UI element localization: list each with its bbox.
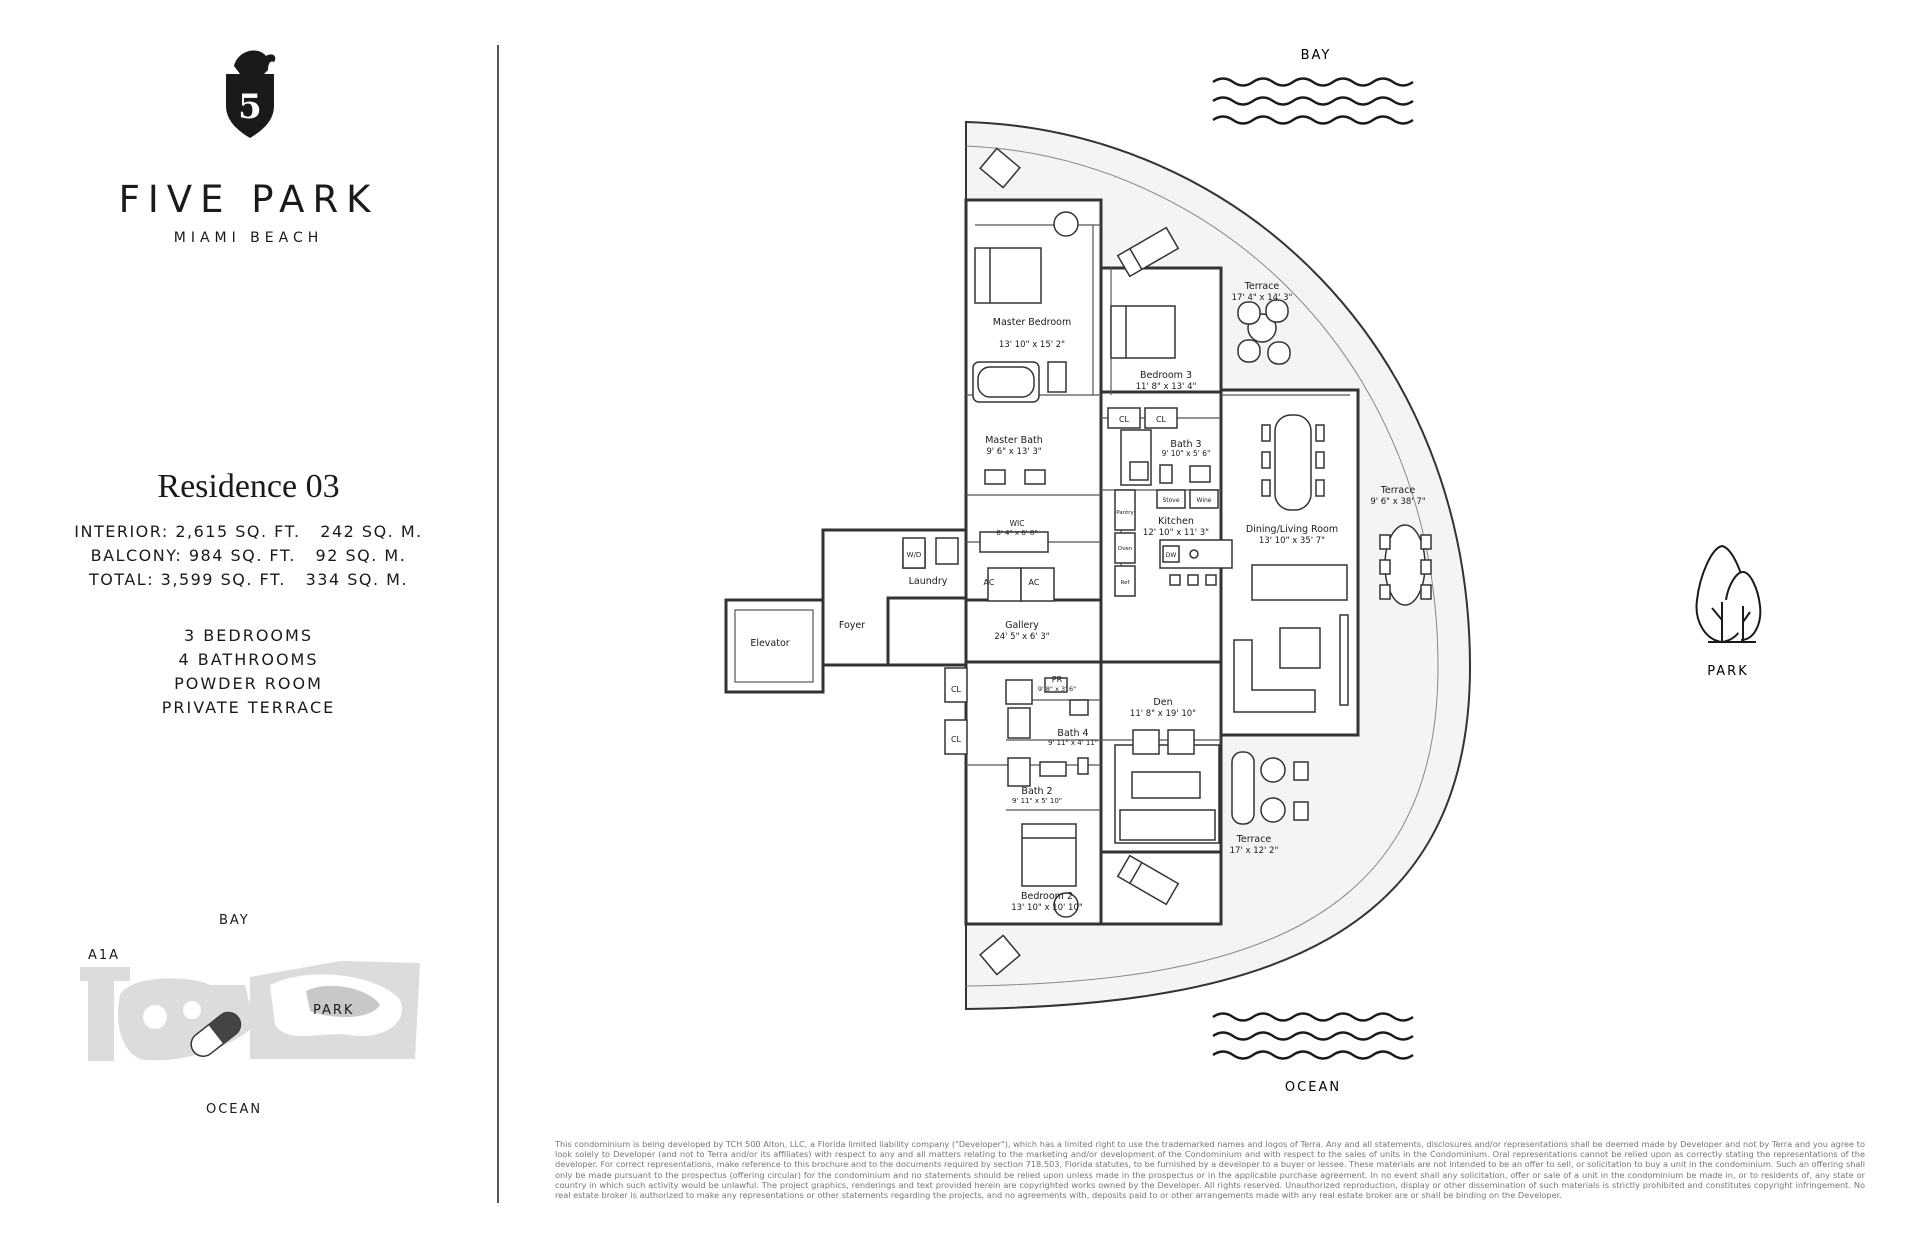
room-dims: 9' 11" x 5' 10" [1012,797,1062,805]
room-terrace-bottom: Terrace [1236,834,1272,845]
room-dims: 9' 8" x 3' 6" [1038,685,1076,693]
dining-table [1261,414,1325,511]
room-dims: 9' 6" x 38' 7" [1370,497,1425,507]
area-stats: INTERIOR: 2,615 SQ. FT. 242 SQ. M. BALCO… [0,520,497,592]
room-gallery: Gallery [1005,620,1039,631]
room-dims: 9' 6" x 13' 3" [986,447,1041,457]
residence-title: Residence 03 [157,468,340,505]
room-kitchen: Kitchen [1158,516,1194,527]
room-dims: 24' 5" x 6' 3" [994,632,1049,642]
room-bath4: Bath 4 [1057,728,1088,739]
ref-label: Ref [1121,580,1131,586]
info-panel: 5 FIVE PARK MIAMI BEACH Residence 03 INT… [0,0,497,1241]
closet-label: CL [1156,415,1167,424]
room-dims: 8' 4" x 6' 8" [996,529,1037,537]
interior-area: INTERIOR: 2,615 SQ. FT. 242 SQ. M. [74,522,423,541]
panel-divider [497,45,499,1203]
room-bath3: Bath 3 [1170,439,1201,450]
room-elevator: Elevator [750,638,789,649]
room-dims: 17' 4" x 14' 3" [1232,293,1293,303]
room-dining-living: Dining/Living Room [1246,524,1338,535]
room-dims: 13' 10" x 35' 7" [1259,536,1325,546]
room-bath2: Bath 2 [1021,786,1052,797]
room-terrace-top: Terrace [1244,281,1280,292]
wd-label: W/D [907,551,922,559]
room-bedroom2: Bedroom 2 [1021,891,1073,902]
room-master-bath: Master Bath [985,435,1043,446]
room-foyer: Foyer [839,620,865,631]
oven-label: Oven [1118,546,1133,552]
room-dims: 11' 8" x 19' 10" [1130,709,1196,719]
ac-label: AC [984,578,995,587]
feature-item: 4 BATHROOMS [178,650,319,669]
room-dims: 9' 10" x 5' 6" [1162,449,1211,458]
room-master-bedroom: Master Bedroom [993,317,1071,328]
compass-ocean: OCEAN [1285,1080,1341,1095]
compass-park: PARK [1707,664,1748,679]
room-wic: WIC [1010,519,1025,528]
keymap-road-label: A1A [88,948,121,963]
bed [974,247,1176,887]
living-furniture [1233,564,1349,713]
keymap-ocean-label: OCEAN [206,1102,263,1117]
den-furniture [1114,729,1220,844]
dw-label: DW [1166,552,1177,559]
brand-name: FIVE PARK [118,178,379,221]
ocean-water-icon [1211,1012,1415,1060]
room-dims: 13' 10" x 10' 10" [1011,903,1083,913]
closet-label: CL [951,735,962,744]
feature-item: POWDER ROOM [174,674,323,693]
room-pr: PR [1052,675,1063,684]
keymap-bay-label: BAY [219,913,250,928]
site-key-map [80,961,420,1061]
room-dims: 17' x 12' 2" [1230,846,1279,856]
stove-label: Stove [1162,497,1179,504]
balcony-area: BALCONY: 984 SQ. FT. 92 SQ. M. [90,546,407,565]
compass-bay: BAY [1301,48,1332,63]
closet-label: CL [951,685,962,694]
room-laundry: Laundry [909,576,948,587]
feature-item: PRIVATE TERRACE [161,698,336,717]
wine-label: Wine [1197,497,1212,504]
room-den: Den [1153,697,1172,708]
legal-disclaimer: This condominium is being developed by T… [555,1139,1865,1201]
total-area: TOTAL: 3,599 SQ. FT. 334 SQ. M. [88,570,409,589]
ac-label: AC [1029,578,1040,587]
room-dims: 9' 11" x 4' 11" [1048,739,1098,747]
room-terrace-right: Terrace [1380,485,1416,496]
trees-icon [1695,544,1762,644]
room-dims: 13' 10" x 15' 2" [999,340,1065,350]
brand-location: MIAMI BEACH [173,230,324,246]
feature-list: 3 BEDROOMS 4 BATHROOMS POWDER ROOM PRIVA… [0,624,497,720]
keymap-park-label: PARK [313,1003,355,1018]
room-dims: 12' 10" x 11' 3" [1143,528,1209,538]
elephant-shield-logo: 5 [226,50,276,138]
room-dims: 11' 8" x 13' 4" [1136,382,1197,392]
bay-water-icon [1211,77,1415,125]
room-bedroom3: Bedroom 3 [1140,370,1192,381]
kitchen-island [1159,539,1233,586]
pantry-label: Pantry [1116,510,1134,516]
closet-label: CL [1119,415,1130,424]
svg-text:5: 5 [238,87,262,127]
feature-item: 3 BEDROOMS [184,626,313,645]
